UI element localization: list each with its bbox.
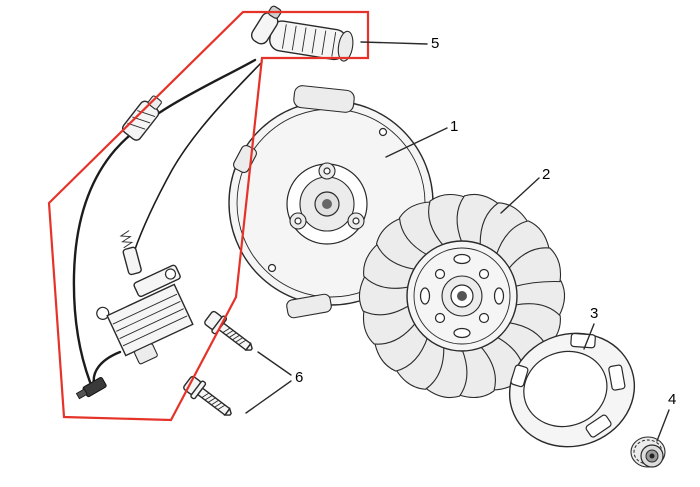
fan-blades <box>358 193 566 399</box>
callout-label-6: 6 <box>295 369 303 386</box>
callout-label-5: 5 <box>431 35 439 52</box>
wire-terminal <box>75 377 107 400</box>
spark-plug-cap-illustration <box>250 5 354 62</box>
callout-label-3: 3 <box>590 305 598 322</box>
mounting-bolts <box>180 308 259 423</box>
flywheel-housing-illustration <box>228 85 434 319</box>
plunger-spring <box>119 230 142 276</box>
ignition-cable-assembly <box>72 58 263 400</box>
callout-label-4: 4 <box>668 391 676 408</box>
flange-nut-illustration <box>630 436 666 468</box>
highlight-outline <box>47 10 370 422</box>
cable-connector <box>121 95 162 141</box>
callout-label-2: 2 <box>542 166 550 183</box>
callout-label-1: 1 <box>450 118 458 135</box>
fan-flywheel-illustration <box>358 193 566 399</box>
ignition-coil <box>96 264 194 365</box>
callout-leader-lines <box>245 41 670 442</box>
